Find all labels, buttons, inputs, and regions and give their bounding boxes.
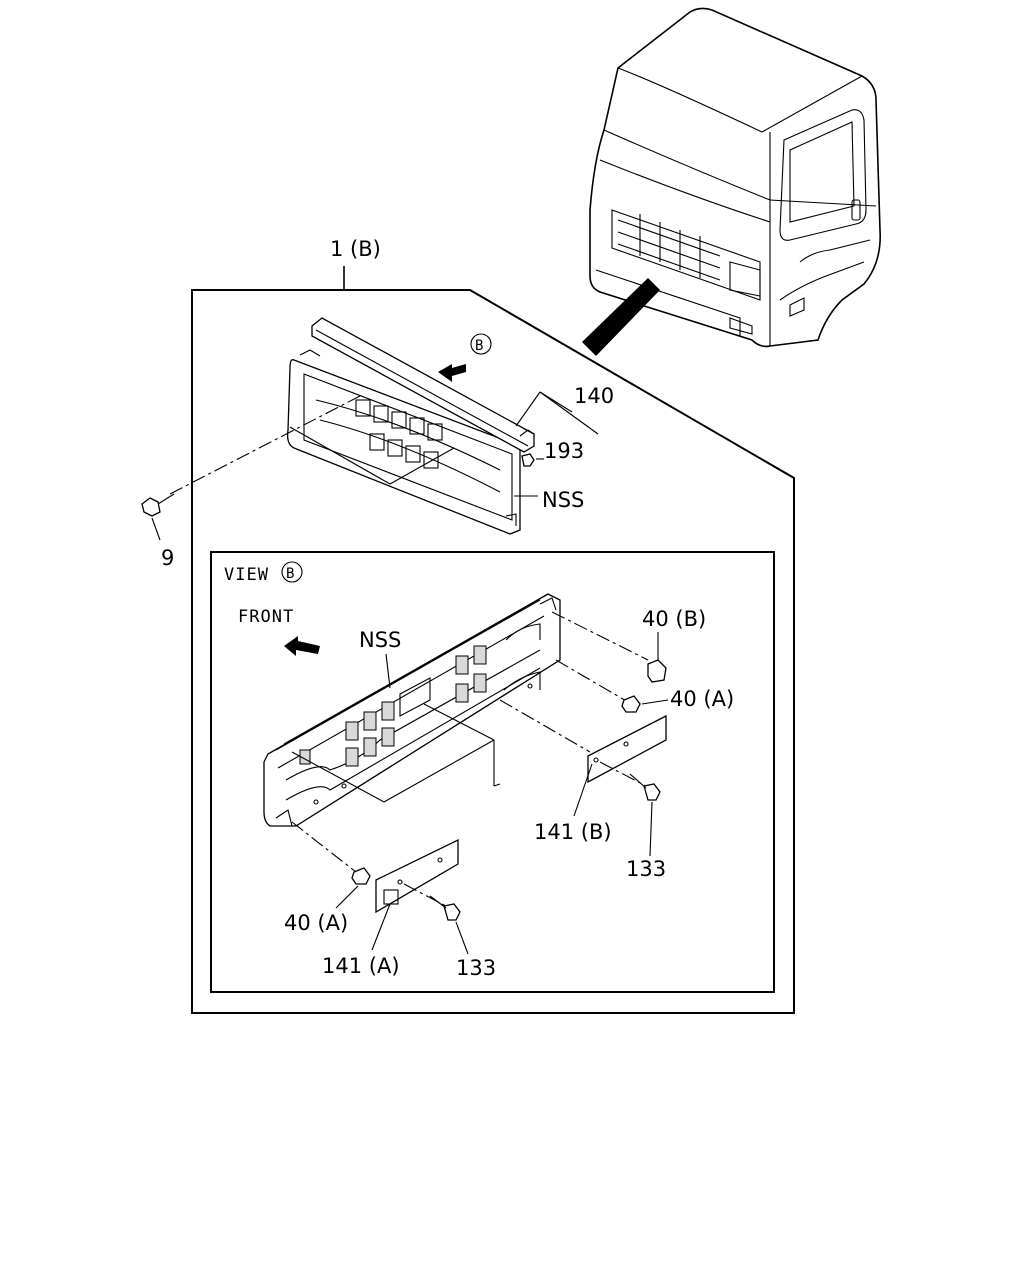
plate-141a xyxy=(375,838,459,914)
label-view: VIEW xyxy=(224,565,269,585)
label-part-40a-right: 40 (A) xyxy=(670,687,734,711)
label-part-133-right: 133 xyxy=(626,857,666,881)
callout-arrow-ref: B xyxy=(475,338,484,354)
label-part-40a-left: 40 (A) xyxy=(284,911,348,935)
detail-frame xyxy=(191,289,795,1014)
grille-assembly: B xyxy=(141,317,544,535)
view-b-inset xyxy=(210,551,775,993)
label-part-133-left: 133 xyxy=(456,956,496,980)
label-front: FRONT xyxy=(238,607,294,627)
clip-40b xyxy=(647,659,667,683)
screw-133-right xyxy=(643,783,661,801)
label-part-40b: 40 (B) xyxy=(642,607,706,631)
nut-40a-right xyxy=(621,695,641,713)
screw-133-left xyxy=(443,903,461,921)
label-part-141b: 141 (B) xyxy=(534,820,612,844)
label-nss-top: NSS xyxy=(542,488,584,512)
label-nss-view: NSS xyxy=(359,628,401,652)
grille-rear-view xyxy=(263,593,561,827)
nut-40a-left xyxy=(351,867,371,885)
truck-cab-illustration xyxy=(582,7,881,356)
label-assembly-1b: 1 (B) xyxy=(330,237,381,261)
label-part-9: 9 xyxy=(161,546,174,570)
label-part-141a: 141 (A) xyxy=(322,954,400,978)
label-part-140: 140 xyxy=(574,384,614,408)
front-arrow-icon xyxy=(284,636,320,656)
label-part-193: 193 xyxy=(544,439,584,463)
label-view-ref: B xyxy=(286,566,295,582)
plate-141b xyxy=(587,714,667,784)
